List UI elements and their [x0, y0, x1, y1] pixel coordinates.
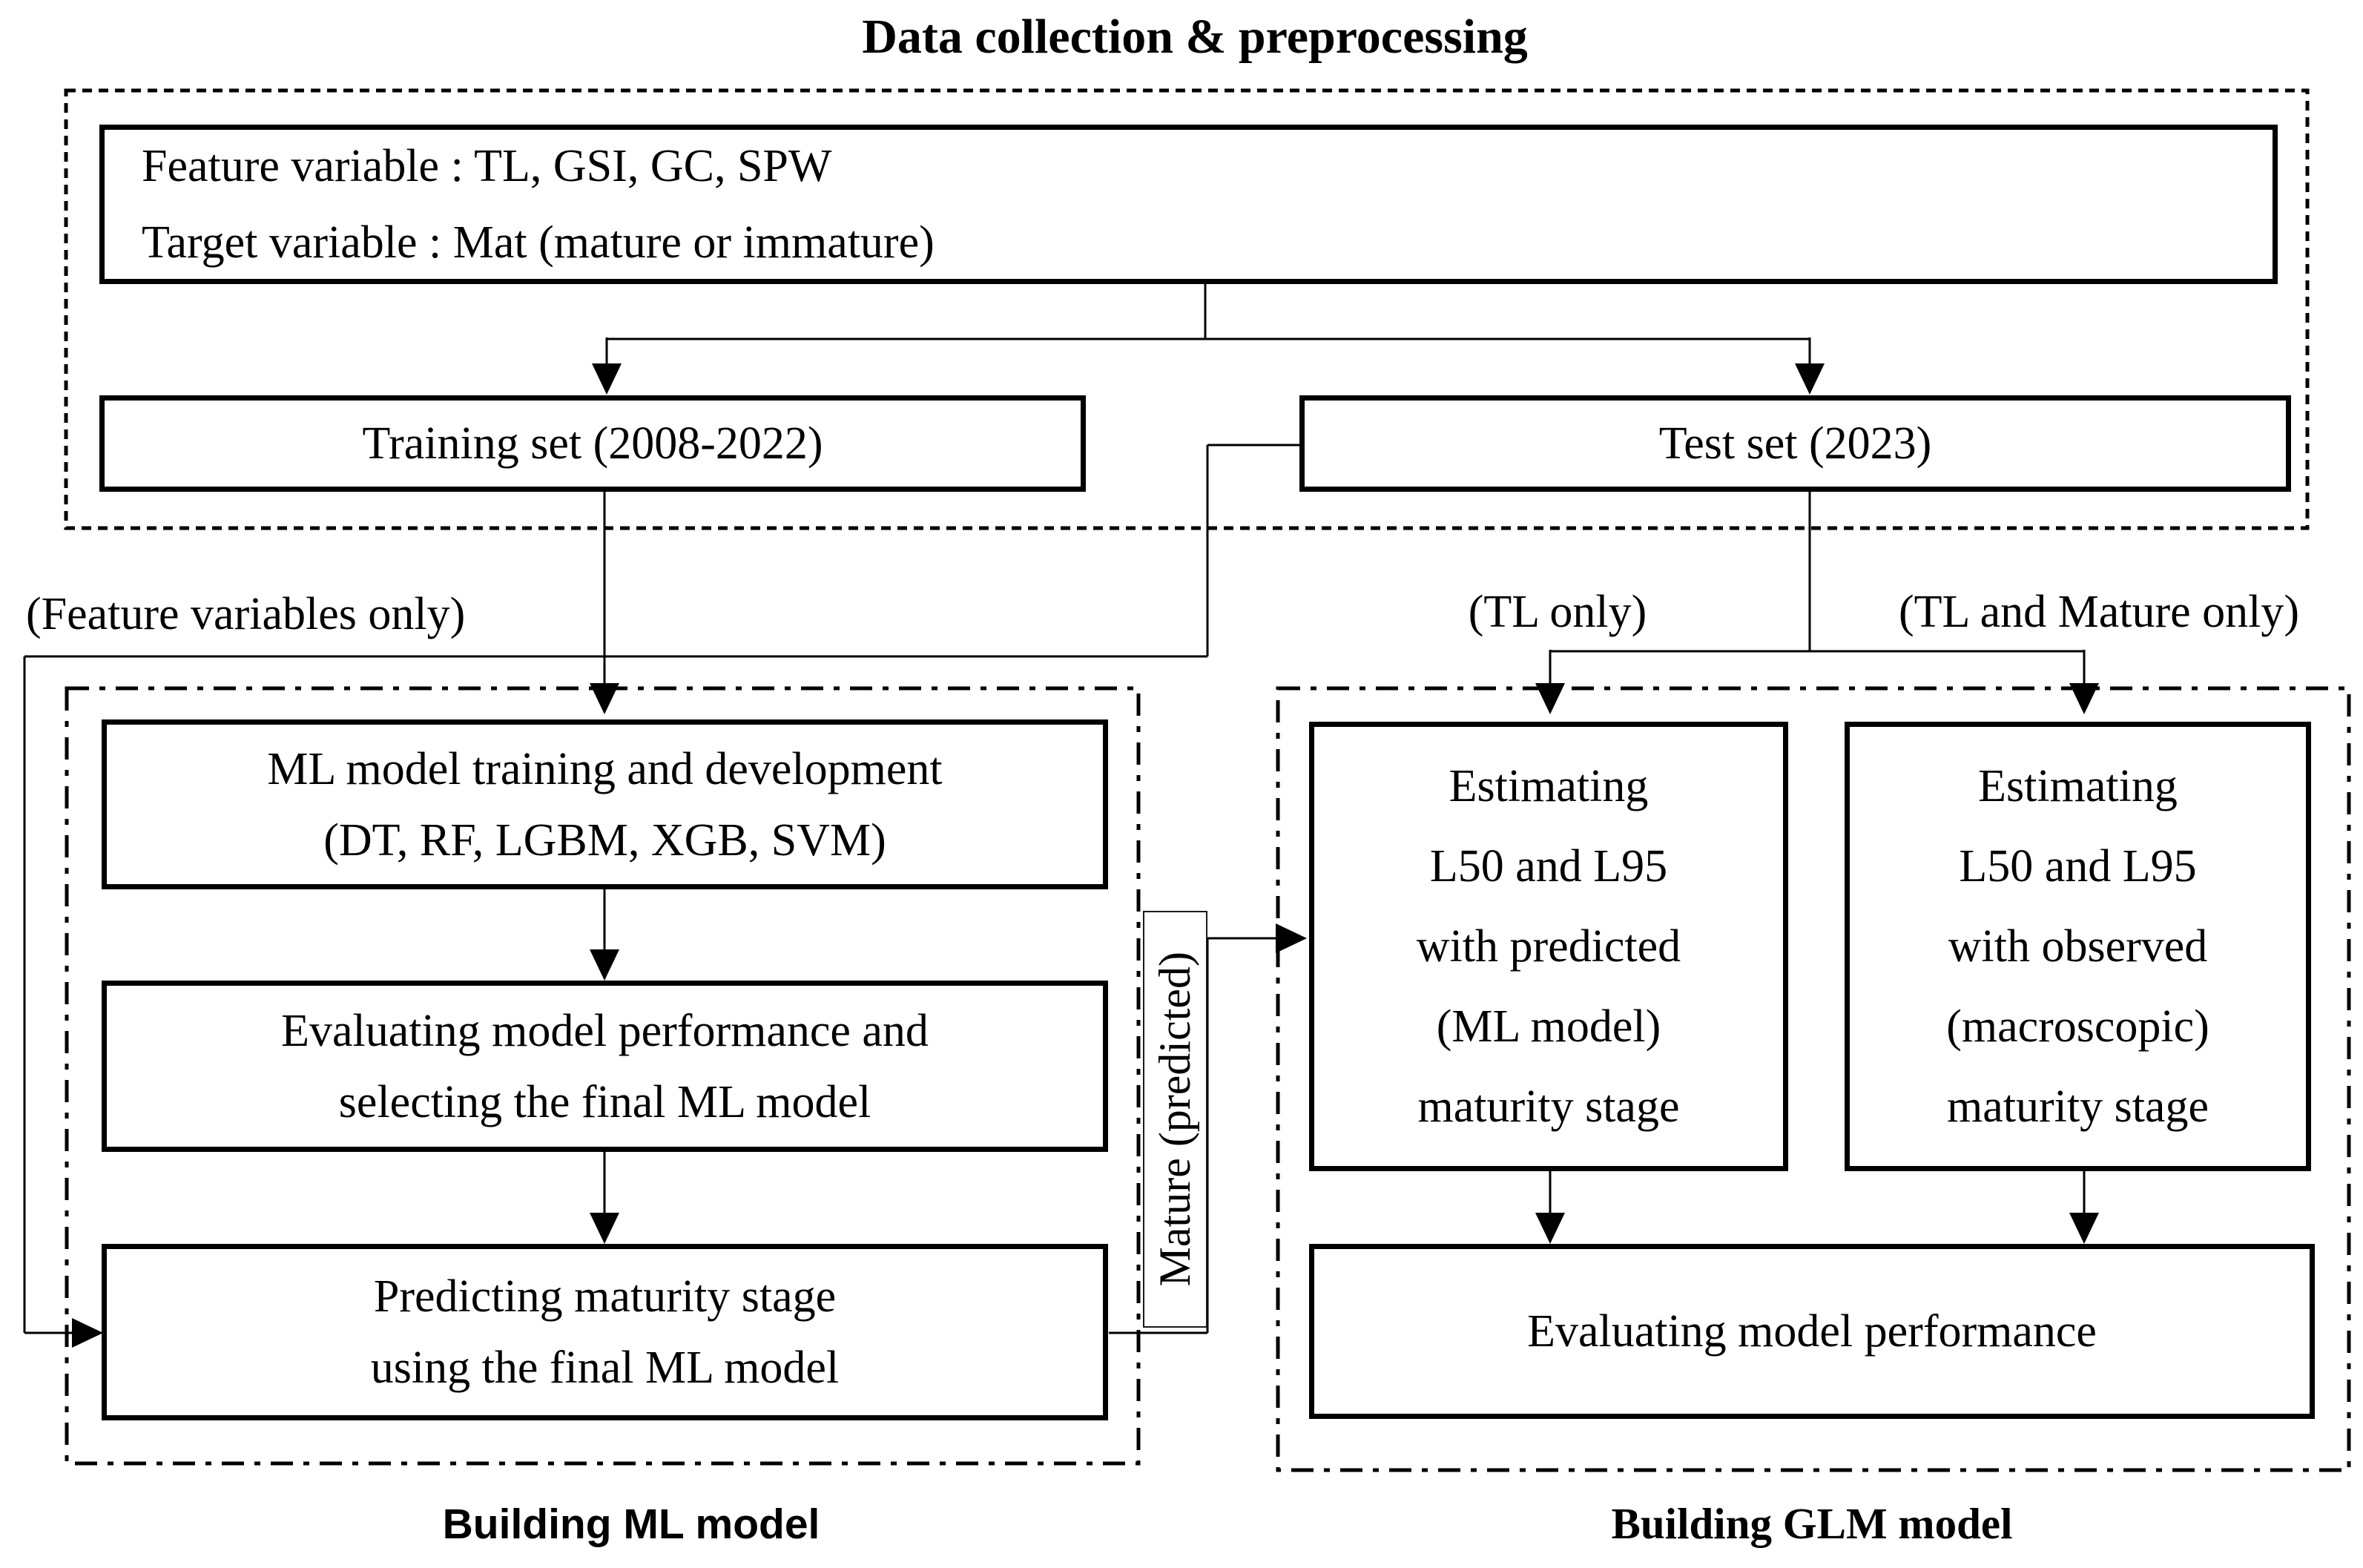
training-set-box: Training set (2008-2022)	[99, 395, 1086, 492]
ml-evaluating-box-line-2: selecting the final ML model	[338, 1076, 871, 1127]
glm-observed-line-1: Estimating	[1978, 761, 2178, 811]
ml-training-box-line-1: ML model training and development	[267, 743, 943, 794]
training-set-label: Training set (2008-2022)	[362, 418, 823, 469]
tl-and-mature-only-label: (TL and Mature only)	[1898, 587, 2300, 637]
arrowhead-to-predicted-estimating-box	[1535, 683, 1565, 714]
arrowhead-right-to-glm-eval-box	[2069, 1213, 2099, 1244]
arrowhead-left-to-glm-eval-box	[1535, 1213, 1565, 1244]
feature-variable-line: Feature variable : TL, GSI, GC, SPW	[142, 140, 832, 191]
target-variable-line: Target variable : Mat (mature or immatur…	[142, 217, 935, 268]
ml-training-box: ML model training and development (DT, R…	[102, 719, 1108, 889]
arrowhead-to-observed-estimating-box	[2069, 683, 2099, 714]
tl-only-label: (TL only)	[1468, 587, 1647, 637]
ml-evaluating-box-line-1: Evaluating model performance and	[281, 1005, 929, 1056]
building-glm-model-caption: Building GLM model	[1611, 1499, 2013, 1548]
glm-predicted-line-2: L50 and L95	[1429, 841, 1668, 892]
glm-estimating-predicted-box: Estimating L50 and L95 with predicted (M…	[1309, 722, 1788, 1171]
glm-predicted-line-4: (ML model)	[1436, 1001, 1661, 1052]
ml-predicting-box: Predicting maturity stage using the fina…	[102, 1244, 1108, 1420]
feature-variables-only-label: (Feature variables only)	[26, 589, 466, 639]
glm-observed-line-4: (macroscopic)	[1946, 1001, 2209, 1052]
ml-dashed-container	[65, 686, 1141, 1466]
ml-predicting-box-line-1: Predicting maturity stage	[373, 1271, 837, 1322]
glm-predicted-line-1: Estimating	[1449, 761, 1649, 811]
glm-observed-line-3: with observed	[1948, 921, 2208, 972]
page-title: Data collection & preprocessing	[862, 10, 1528, 64]
building-ml-model-caption: Building ML model	[442, 1501, 820, 1548]
arrowhead-to-test-set	[1795, 363, 1825, 395]
arrowhead-to-ml-train-box	[590, 683, 619, 714]
ml-evaluating-box: Evaluating model performance and selecti…	[102, 981, 1108, 1152]
mature-predicted-label: Mature (predicted)	[1150, 952, 1199, 1287]
arrowhead-to-ml-eval-box	[590, 949, 619, 981]
ml-predicting-box-line-2: using the final ML model	[370, 1343, 840, 1393]
glm-dashed-container	[1276, 686, 2351, 1472]
mature-predicted-frame: Mature (predicted)	[1143, 911, 1207, 1328]
ml-training-box-line-2: (DT, RF, LGBM, XGB, SVM)	[323, 814, 886, 866]
glm-evaluating-label: Evaluating model performance	[1527, 1305, 2097, 1357]
arrowhead-to-predicted-estimating-box-left	[1276, 923, 1307, 953]
glm-predicted-line-5: maturity stage	[1417, 1081, 1680, 1132]
glm-observed-line-5: maturity stage	[1947, 1081, 2209, 1132]
glm-estimating-observed-box: Estimating L50 and L95 with observed (ma…	[1845, 722, 2311, 1171]
glm-observed-line-2: L50 and L95	[1959, 841, 2197, 892]
feature-target-box: Feature variable : TL, GSI, GC, SPW Targ…	[99, 125, 2278, 284]
arrowhead-to-ml-predict-box	[590, 1213, 619, 1244]
test-set-box: Test set (2023)	[1299, 395, 2291, 492]
glm-evaluating-box: Evaluating model performance	[1309, 1244, 2315, 1419]
test-set-label: Test set (2023)	[1658, 418, 1932, 469]
arrowhead-to-predicting-box	[72, 1318, 103, 1348]
arrowhead-to-training-set	[592, 363, 622, 395]
glm-predicted-line-3: with predicted	[1416, 921, 1681, 972]
